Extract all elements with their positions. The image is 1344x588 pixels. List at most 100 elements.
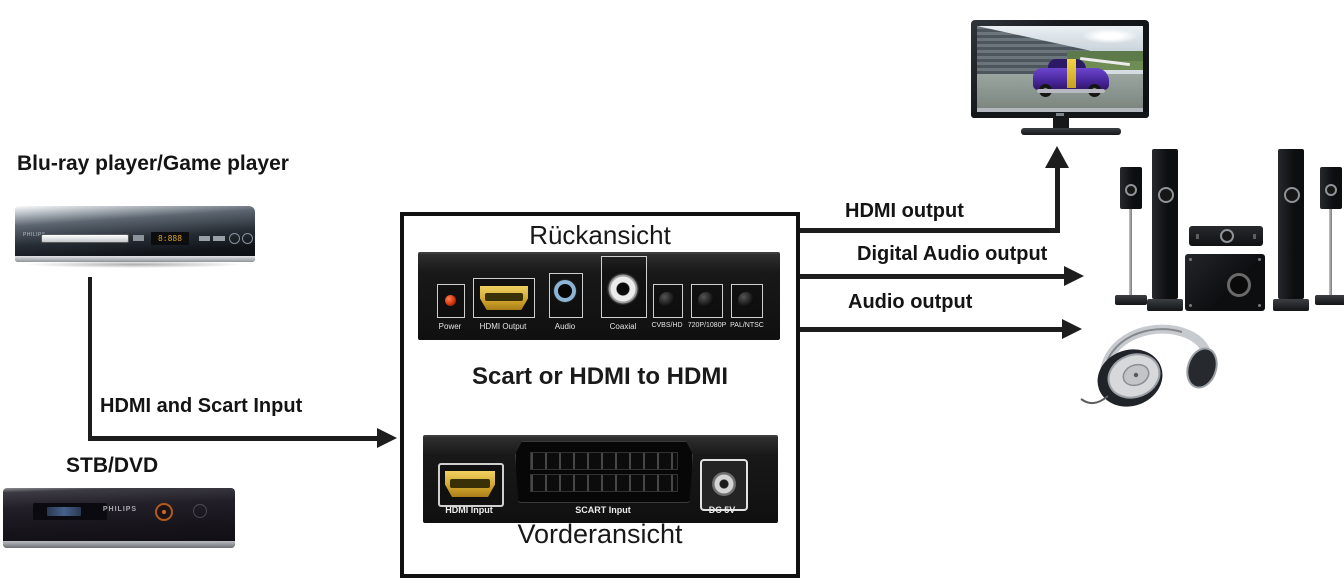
stb-dvd-label: STB/DVD xyxy=(66,454,159,477)
power-port-outline xyxy=(437,284,465,318)
hdmi-input-connector-icon xyxy=(445,471,495,497)
coaxial-port xyxy=(601,256,647,318)
screw xyxy=(1189,258,1192,261)
dvd-display xyxy=(47,507,81,516)
audio-jack-icon xyxy=(554,280,576,302)
bluray-brand-logo: PHILIPS xyxy=(23,232,46,238)
dc-power-port xyxy=(700,459,748,511)
hdmi-output-line-v xyxy=(1055,166,1060,233)
hdmi-output-pin-slot xyxy=(484,293,524,302)
front-view-title: Vorderansicht xyxy=(517,519,683,549)
tv-stand-base xyxy=(1021,128,1121,135)
audio-output-line xyxy=(800,327,1063,332)
product-title: Scart or HDMI to HDMI xyxy=(471,363,728,390)
hdmi-output-port xyxy=(473,278,535,318)
cvbs-hd-knob-icon xyxy=(659,292,675,308)
hdmi-output-connector-icon xyxy=(480,286,528,310)
scart-pin-row-bottom xyxy=(530,474,678,492)
speaker-stand-pole-right xyxy=(1329,209,1332,295)
bluray-control-keys xyxy=(199,236,225,241)
tv-screen xyxy=(977,26,1143,108)
audio-port xyxy=(549,273,583,318)
rear-view-title: Rückansicht xyxy=(529,220,671,250)
resolution-label: 720P/1080P xyxy=(687,322,727,329)
tower-speaker-right xyxy=(1278,149,1304,299)
satellite-speaker-right xyxy=(1320,167,1342,209)
pal-ntsc-knob-icon xyxy=(738,292,754,308)
converter-rear-panel: Power HDMI Output Audio Coaxial CVBS/HD … xyxy=(418,252,780,340)
headphones-cup-logo xyxy=(1133,372,1139,378)
hdmi-output-line-h xyxy=(800,228,1058,233)
power-port-label: Power xyxy=(438,322,462,331)
bluray-tray-button xyxy=(133,235,144,241)
audio-output-arrow-icon xyxy=(1062,319,1082,339)
coaxial-rca-icon xyxy=(607,273,639,305)
audio-port-label: Audio xyxy=(554,322,576,331)
tv-screen-trees xyxy=(1066,51,1143,63)
subwoofer xyxy=(1185,254,1265,311)
dc-barrel-jack-icon xyxy=(712,472,736,496)
tv-indicator-light xyxy=(1056,113,1064,116)
center-port-right xyxy=(1253,234,1256,239)
dvd-power-button xyxy=(155,503,173,521)
center-port-left xyxy=(1196,234,1199,239)
input-arrow-shaft xyxy=(88,436,378,441)
dc-5v-label: DC 5V xyxy=(708,505,736,515)
tower-speaker-left xyxy=(1152,149,1178,299)
dvd-base xyxy=(3,541,235,548)
speaker-driver xyxy=(1325,184,1337,196)
screw xyxy=(1258,304,1261,307)
resolution-knob-icon xyxy=(698,292,714,308)
audio-output-label: Audio output xyxy=(848,291,973,313)
bluray-display: 8:888 xyxy=(151,232,189,245)
tv-screen-cloud xyxy=(1083,29,1137,43)
tv-stand-neck xyxy=(1053,118,1069,128)
headphones-ear-cup-right xyxy=(1186,347,1218,389)
hdmi-output-label: HDMI output xyxy=(845,200,964,222)
digital-audio-output-label: Digital Audio output xyxy=(857,243,1048,265)
converter-box: Rückansicht xyxy=(400,212,800,578)
input-connection-label: HDMI and Scart Input xyxy=(100,395,303,417)
dvd-eject-button xyxy=(193,504,207,518)
race-car-bumper xyxy=(1037,88,1106,93)
scart-input-label: SCART Input xyxy=(575,505,631,515)
bluray-shadow xyxy=(23,261,247,268)
dvd-display-window xyxy=(33,503,107,520)
resolution-switch xyxy=(691,284,723,318)
speaker-driver xyxy=(1284,187,1300,203)
race-car-stripe xyxy=(1067,58,1077,88)
digital-audio-line xyxy=(800,274,1065,279)
speaker-driver xyxy=(1220,229,1234,243)
cvbs-hd-label: CVBS/HD xyxy=(651,322,683,329)
speaker-stand-pole-left xyxy=(1129,209,1132,295)
coaxial-port-label: Coaxial xyxy=(609,322,637,331)
screw xyxy=(1258,258,1261,261)
cvbs-hd-switch xyxy=(653,284,683,318)
bluray-knob-2 xyxy=(242,233,253,244)
converter-front-panel: HDMI Input SCART Input DC 5V xyxy=(423,435,778,523)
hdmi-input-label: HDMI Input xyxy=(445,505,493,515)
speaker-driver xyxy=(1125,184,1137,196)
tv-speaker-bar xyxy=(977,108,1143,112)
tower-base-left xyxy=(1147,299,1183,311)
digital-audio-arrow-icon xyxy=(1064,266,1084,286)
hdmi-input-port xyxy=(438,463,504,507)
scart-input-port xyxy=(515,441,693,503)
speaker-stand-base-left xyxy=(1115,295,1147,305)
input-arrow-icon xyxy=(377,428,397,448)
headphones-image xyxy=(1080,324,1218,407)
tower-base-right xyxy=(1273,299,1309,311)
bluray-knob-1 xyxy=(229,233,240,244)
speaker-driver xyxy=(1158,187,1174,203)
hdmi-output-arrow-icon xyxy=(1045,146,1069,168)
dvd-brand-logo: PHILIPS xyxy=(102,506,138,513)
pal-ntsc-switch xyxy=(731,284,763,318)
subwoofer-control-knob xyxy=(1227,273,1251,297)
bluray-base xyxy=(15,256,255,262)
tv-screen-infield xyxy=(1073,61,1143,71)
power-led-icon xyxy=(445,295,456,306)
satellite-speaker-left xyxy=(1120,167,1142,209)
hdmi-input-pin-slot xyxy=(450,478,490,488)
center-channel-speaker xyxy=(1189,226,1263,246)
tv-screen-race-car xyxy=(1033,58,1110,97)
